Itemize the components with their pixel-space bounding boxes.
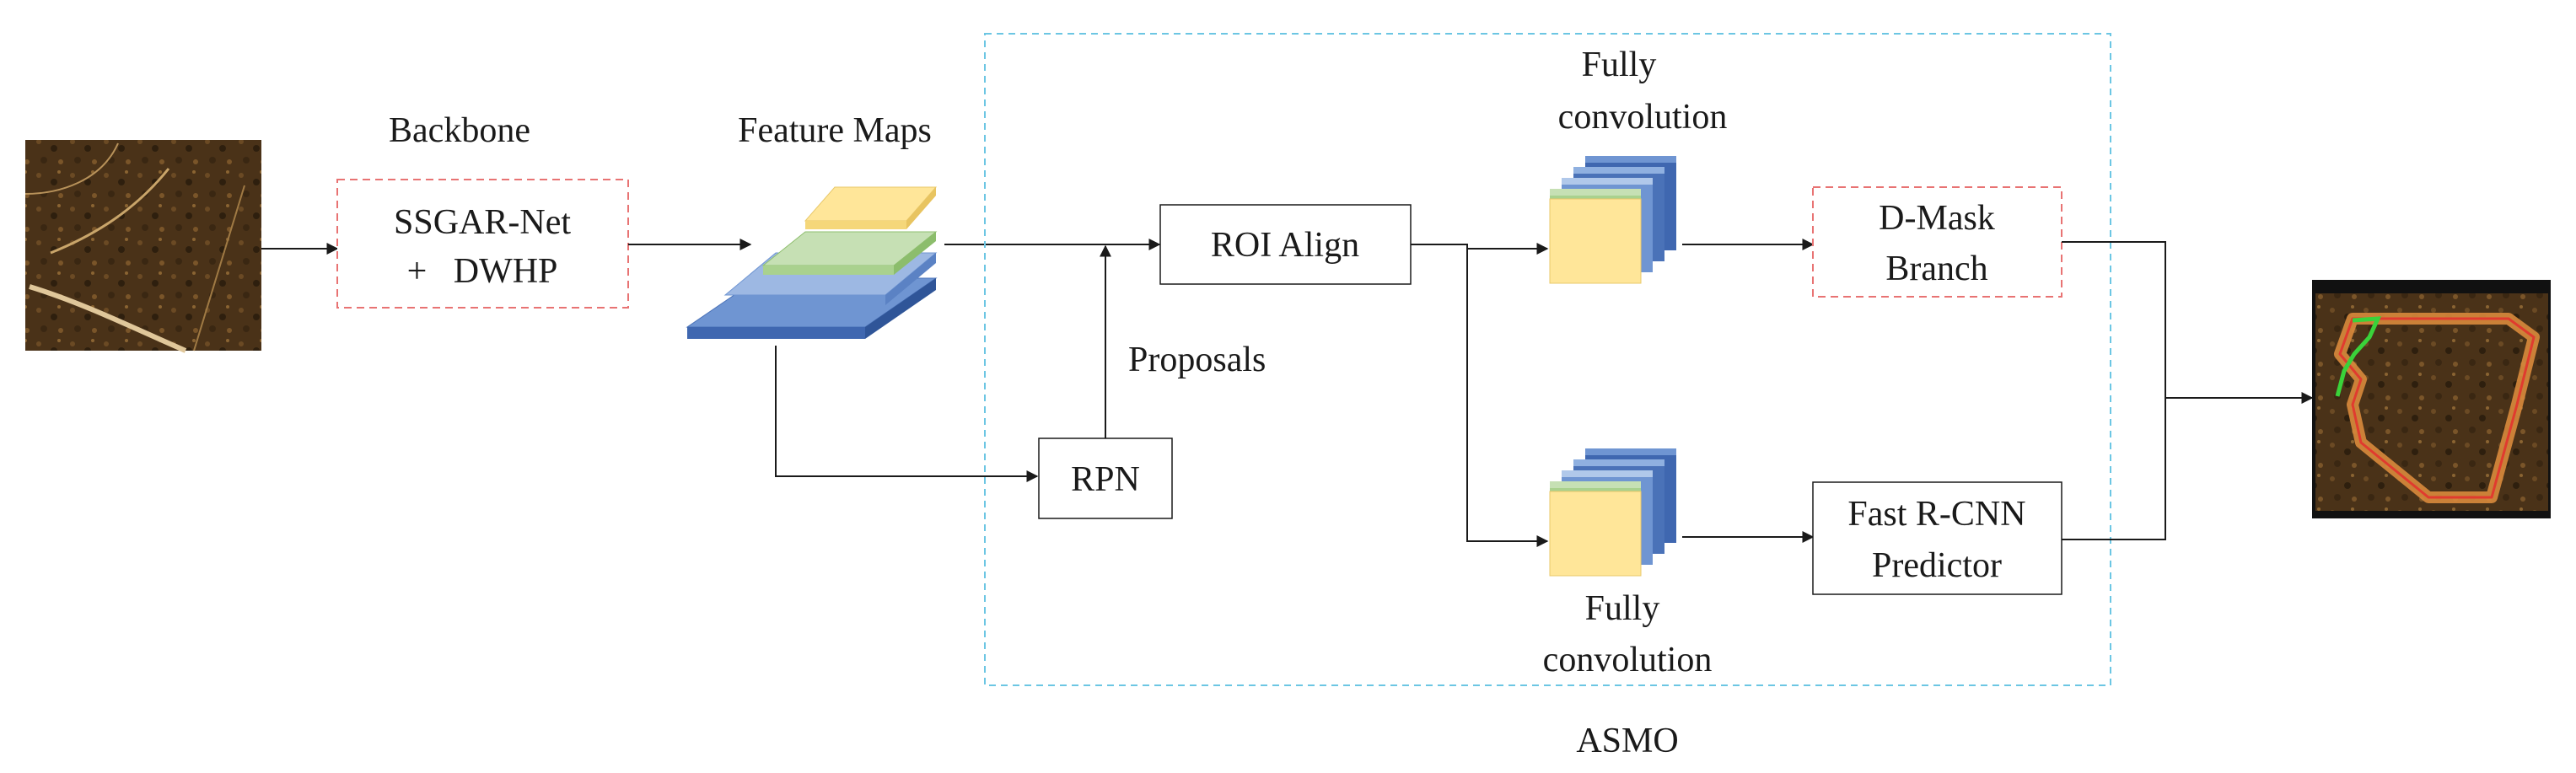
asmo-container [984,33,2111,686]
fc-top-line2: convolution [1558,98,1728,137]
fast-rcnn-line1: Fast R-CNN [1847,495,2025,534]
dmask-box [1812,186,2062,298]
fc-bottom-line1: Fully [1585,589,1660,628]
dmask-line2: Branch [1885,250,1987,288]
roi-align-label: ROI Align [1211,226,1359,265]
rpn-label: RPN [1071,460,1140,499]
fast-rcnn-line2: Predictor [1872,546,2002,585]
arrow-roi-to-fc-bottom [1466,244,1549,547]
fc-bottom-stack [1549,448,1676,577]
line-dmask-to-merge [2062,241,2166,540]
fc-top-line1: Fully [1582,46,1657,84]
arrow-roi-to-fc-top [1411,243,1549,255]
arrow-features-to-rpn [775,346,1039,482]
backbone-caption: Backbone [389,111,530,150]
asmo-label: ASMO [1576,722,1678,760]
proposals-label: Proposals [1128,341,1266,379]
backbone-box [336,179,629,309]
output-segmented-image [2312,280,2551,518]
fc-bottom-line2: convolution [1543,641,1713,679]
roi-align-box [1159,204,1412,285]
fast-rcnn-box [1812,481,2062,595]
backbone-line2: + DWHP [407,252,558,291]
feature-maps-stack [686,186,938,339]
feature-maps-caption: Feature Maps [738,111,932,150]
rpn-box [1038,437,1173,519]
dmask-line1: D-Mask [1879,199,1995,238]
fc-top-stack [1549,156,1676,284]
input-sonar-image [24,140,261,353]
backbone-line1: SSGAR-Net [394,203,571,242]
